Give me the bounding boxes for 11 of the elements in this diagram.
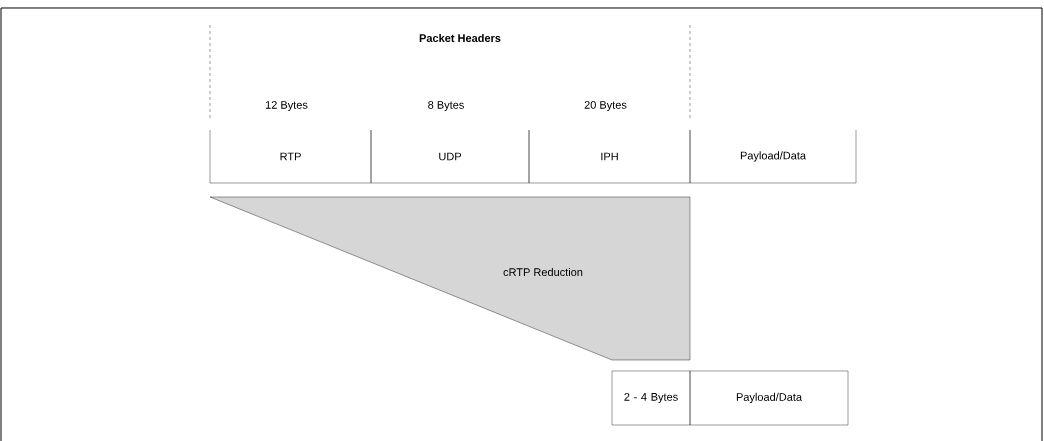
header-cell: IPH [528, 129, 691, 184]
header-cell: RTP [209, 129, 372, 184]
header-cell: UDP [370, 129, 530, 184]
header-cell: Payload/Data [689, 129, 857, 184]
size-label: 8 Bytes [428, 101, 464, 111]
packet-box: Payload/Data [689, 370, 849, 426]
packet-box: 2 - 4 Bytes [611, 370, 691, 426]
size-label: 12 Bytes [265, 101, 308, 111]
size-label: 20 Bytes [584, 101, 627, 111]
heading: Packet Headers [419, 33, 501, 43]
reduction-wedge: cRTP Reduction [209, 196, 691, 361]
